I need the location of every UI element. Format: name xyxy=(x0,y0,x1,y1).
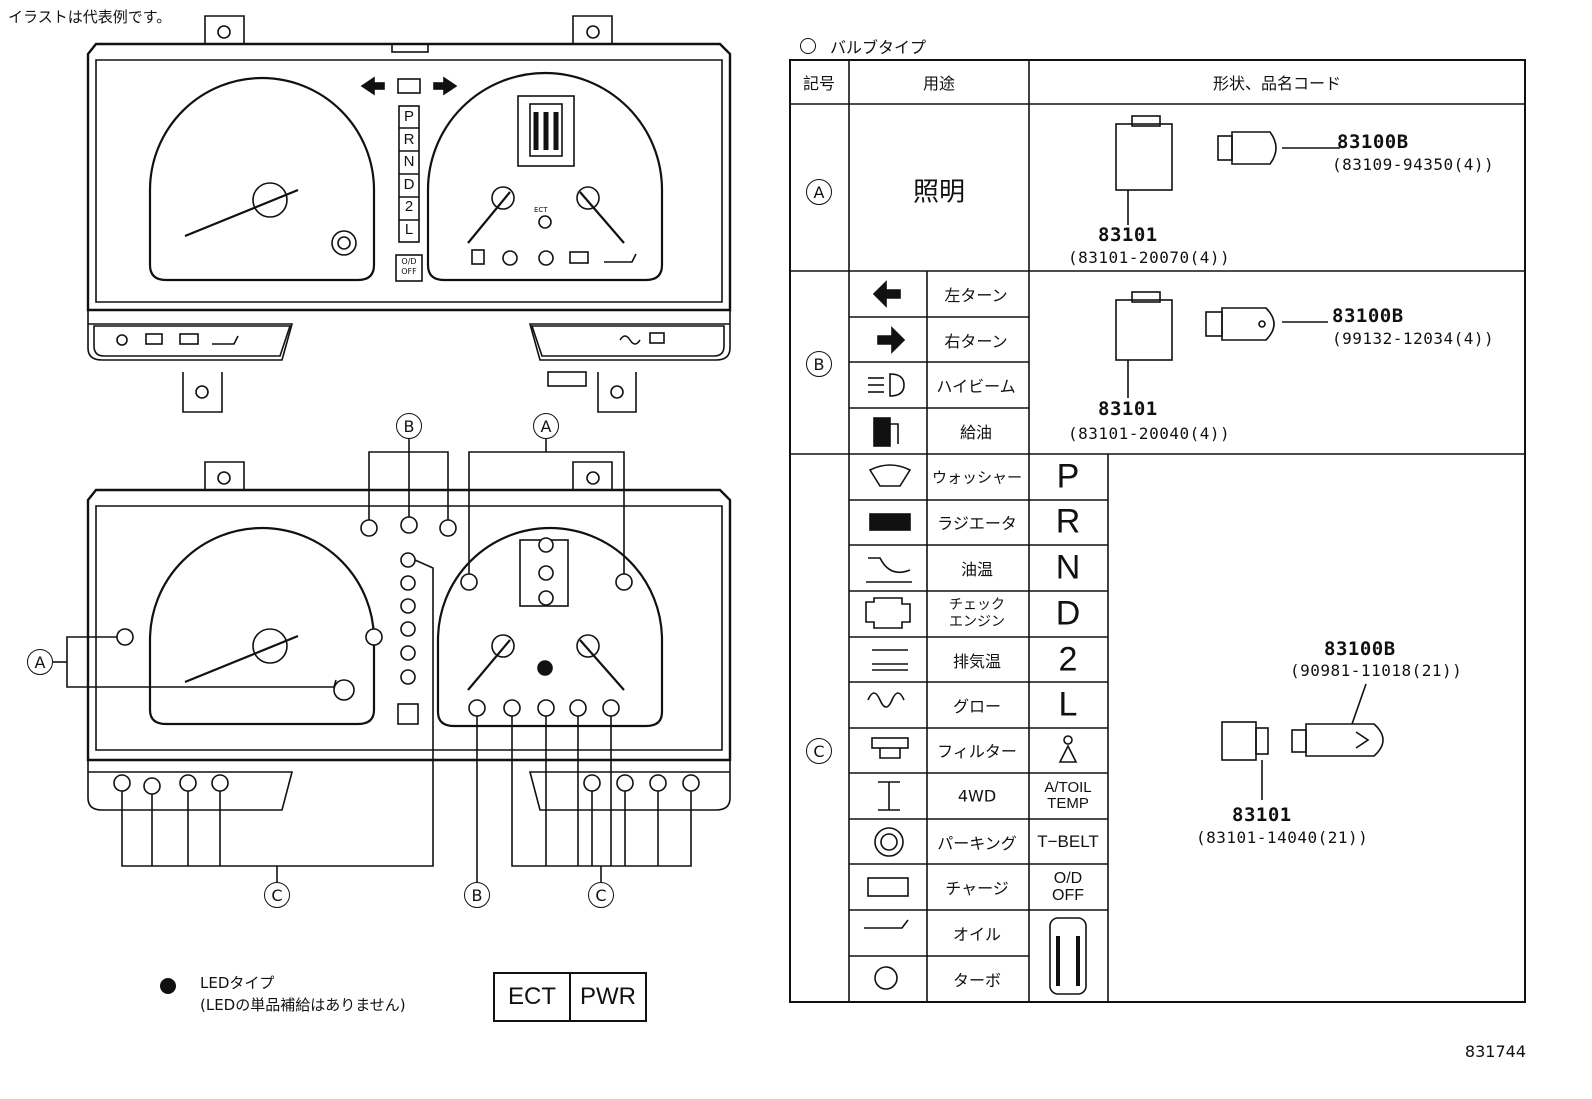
socket-c-part: 83101 xyxy=(1232,804,1292,826)
callout-c-right: C xyxy=(588,882,614,908)
group-c-row-label: オイル xyxy=(952,925,1002,944)
group-c-row-label: グロー xyxy=(952,697,1002,716)
led-type-dot-icon xyxy=(160,978,176,994)
header-shape-code: 形状、品名コード xyxy=(1212,74,1342,93)
indicator-l: L xyxy=(1058,685,1078,724)
indicator-n: N xyxy=(1055,548,1081,587)
callout-a-left: A xyxy=(27,649,53,675)
shift-indicator-column: P R N D 2 L xyxy=(399,106,419,242)
indicator-d: D xyxy=(1055,594,1081,633)
group-c-row-label: 4WD xyxy=(957,786,997,806)
group-c-label: C xyxy=(806,738,832,764)
shift-letter: R xyxy=(403,130,415,148)
group-a-usage: 照明 xyxy=(912,177,966,208)
led-type-label: LEDタイプ xyxy=(200,974,275,992)
shift-letter: P xyxy=(403,108,414,125)
callout-c-left: C xyxy=(264,882,290,908)
led-type-note: (LEDの単品補給はありません) xyxy=(200,996,406,1014)
group-c-row-label: フィルター xyxy=(937,742,1017,761)
od-off-indicator: O/D OFF xyxy=(401,257,417,276)
group-c-row-label: 油温 xyxy=(960,560,994,579)
pwr-label: PWR xyxy=(569,974,645,1020)
ect-label: ECT xyxy=(508,983,556,1010)
group-b-row-label: 給油 xyxy=(959,423,993,442)
indicator-at-oil-temp: A/TOIL TEMP xyxy=(1044,779,1092,812)
group-b-row-label: 左ターン xyxy=(944,286,1008,305)
indicator-2: 2 xyxy=(1058,640,1078,679)
socket-a-part: 83101 xyxy=(1098,224,1158,246)
instrument-cluster-diagram xyxy=(53,15,732,882)
indicator-r: R xyxy=(1055,502,1081,541)
group-c-row-label: ターボ xyxy=(952,971,1002,990)
indicator-od-off: O/D OFF xyxy=(1052,870,1084,904)
bulb-c-part: 83100B xyxy=(1324,638,1396,660)
header-usage: 用途 xyxy=(922,74,956,93)
socket-c-code: (83101-14040(21)) xyxy=(1196,828,1369,847)
group-c-row-label: 排気温 xyxy=(952,652,1002,671)
ect-indicator: ECT xyxy=(534,206,548,214)
group-a-label: A xyxy=(806,179,832,205)
bulb-a-part: 83100B xyxy=(1337,131,1409,153)
bulb-a-code: (83109-94350(4)) xyxy=(1332,155,1495,174)
socket-b-code: (83101-20040(4)) xyxy=(1068,424,1231,443)
figure-number: 831744 xyxy=(1464,1042,1526,1061)
group-b-row-label: 右ターン xyxy=(944,332,1008,351)
bulb-b-part: 83100B xyxy=(1332,305,1404,327)
socket-bulb-a-drawing xyxy=(1115,115,1340,225)
shift-letter: D xyxy=(403,175,415,193)
group-c-row-label: チャージ xyxy=(945,879,1009,898)
socket-bulb-c-drawing xyxy=(1221,683,1384,800)
socket-bulb-b-drawing xyxy=(1115,291,1328,398)
shift-letter: 2 xyxy=(404,198,414,216)
indicator-p: P xyxy=(1056,457,1080,496)
socket-b-part: 83101 xyxy=(1098,398,1158,420)
bulb-type-heading: バルブタイプ xyxy=(800,34,926,58)
callout-b-top: B xyxy=(396,413,422,439)
group-c-row-label: ウォッシャー xyxy=(931,468,1023,487)
bulb-type-title: バルブタイプ xyxy=(830,38,927,57)
illustration-note: イラストは代表例です。 xyxy=(8,8,172,26)
group-c-row-label: ラジエータ xyxy=(937,514,1017,533)
shift-letter: N xyxy=(403,153,415,171)
header-symbol: 記号 xyxy=(802,74,836,93)
group-c-row-label: チェック エンジン xyxy=(949,597,1005,630)
lower-cluster-rear-view xyxy=(53,439,732,882)
bulb-b-code: (99132-12034(4)) xyxy=(1332,329,1495,348)
indicator-t-belt: T−BELT xyxy=(1037,832,1099,851)
ect-pwr-indicator: ECT PWR xyxy=(493,972,647,1022)
group-c-row-label: パーキング xyxy=(937,834,1017,853)
group-b-label: B xyxy=(806,351,832,377)
socket-a-code: (83101-20070(4)) xyxy=(1068,248,1231,267)
bulb-c-code: (90981-11018(21)) xyxy=(1290,661,1463,680)
callout-a-top: A xyxy=(533,413,559,439)
group-b-row-label: ハイビーム xyxy=(936,377,1016,396)
callout-b-bottom: B xyxy=(464,882,490,908)
upper-cluster-front-view xyxy=(86,15,732,413)
hollow-circle-icon xyxy=(800,38,816,54)
shift-letter: L xyxy=(404,220,414,238)
table-icons xyxy=(864,280,1087,995)
